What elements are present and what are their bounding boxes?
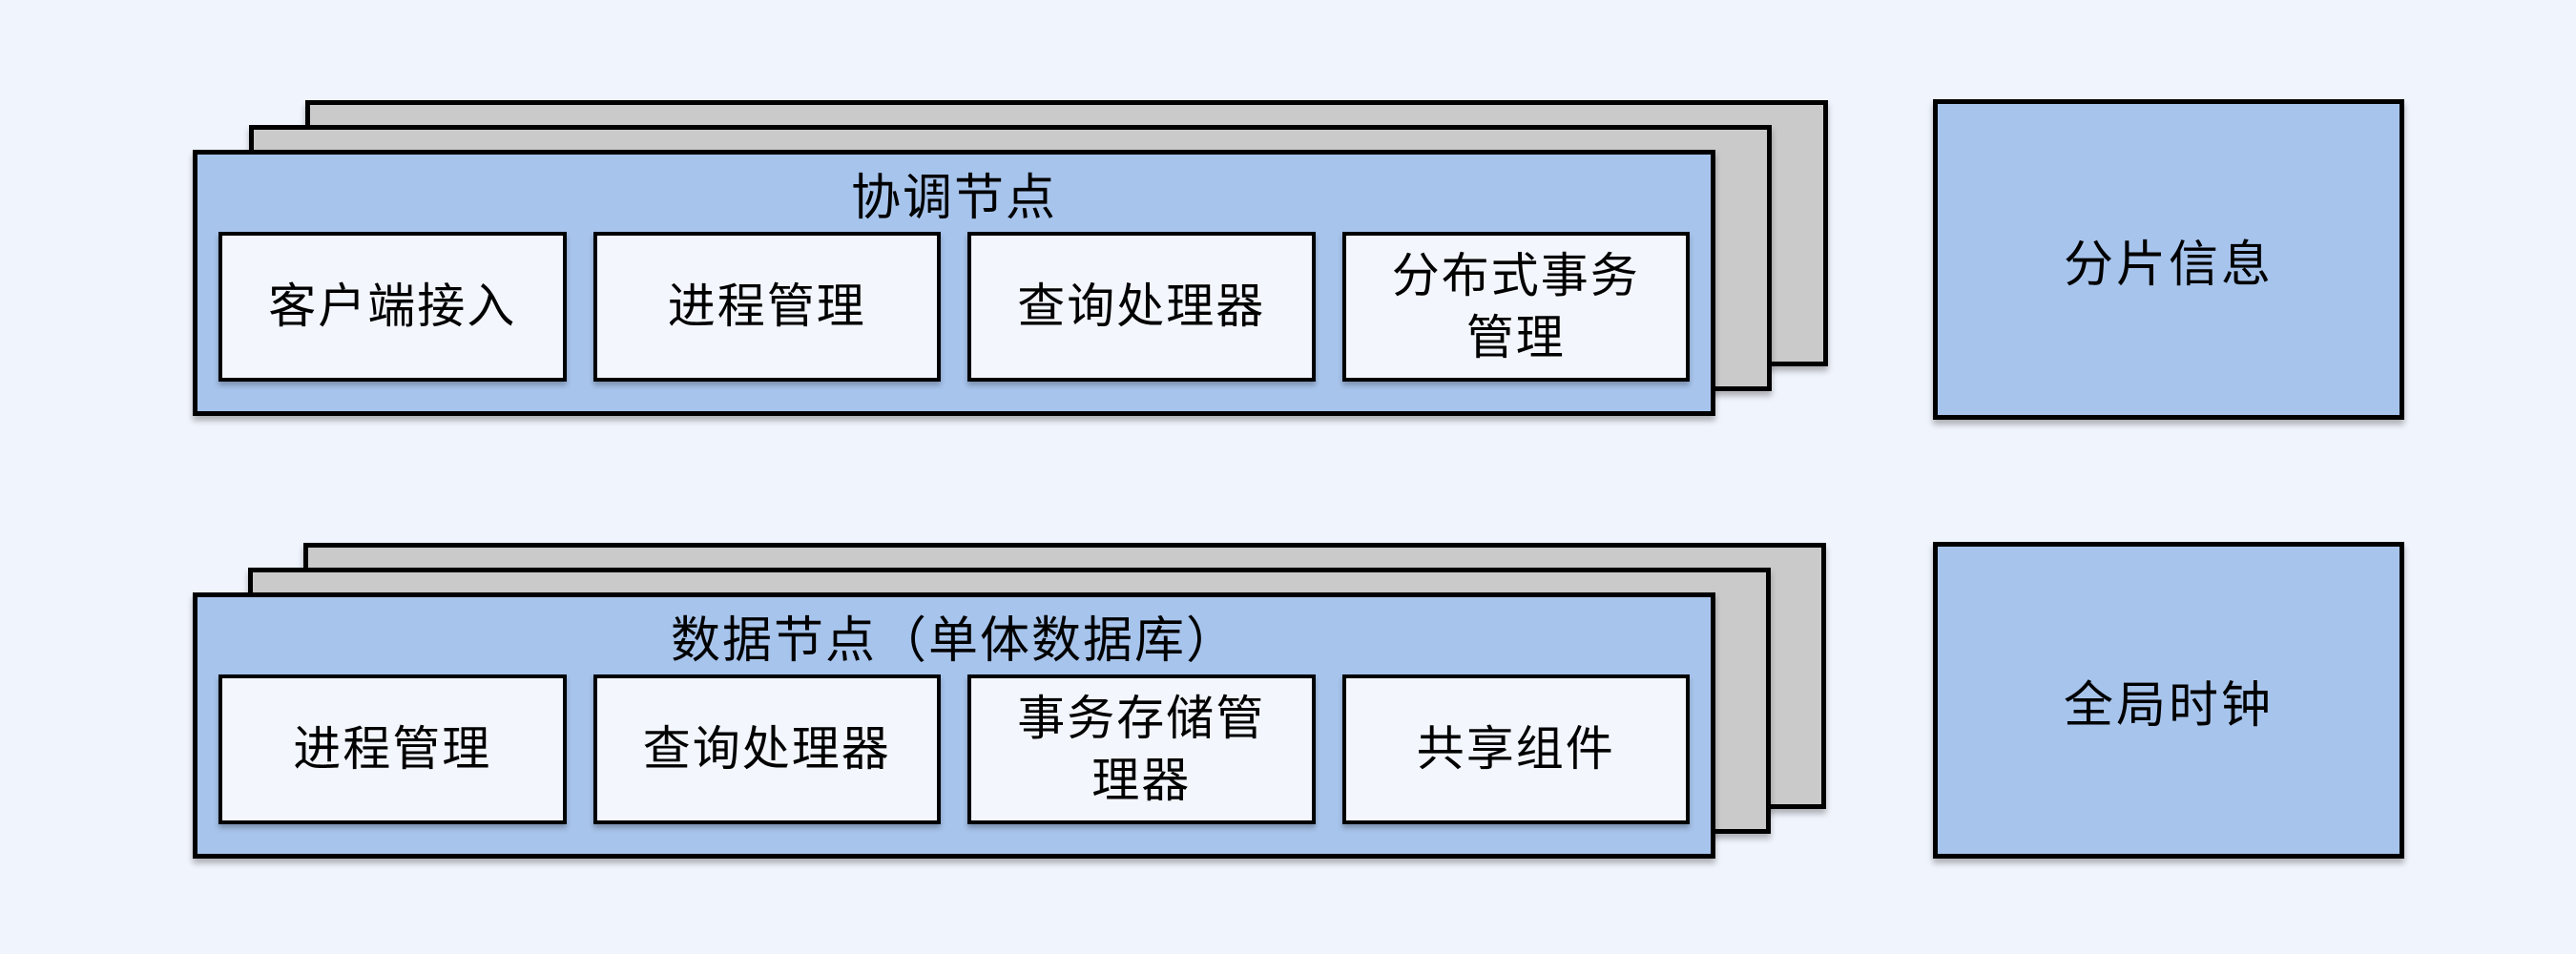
data-node-components: 进程管理 查询处理器 事务存储管 理器 共享组件 bbox=[218, 674, 1690, 824]
component-query-processor-data-node-label: 查询处理器 bbox=[642, 722, 891, 776]
component-transaction-storage-manager: 事务存储管 理器 bbox=[967, 674, 1316, 824]
component-process-manager: 进程管理 bbox=[592, 232, 941, 382]
component-shared-components: 共享组件 bbox=[1341, 674, 1690, 824]
component-query-processor: 查询处理器 bbox=[967, 232, 1316, 382]
coordinator-node-card: 协调节点 客户端接入 进程管理 查询处理器 分布式事务 管理 bbox=[193, 150, 1715, 416]
shard-info-label: 分片信息 bbox=[2063, 237, 2274, 293]
coordinator-node-title: 协调节点 bbox=[850, 171, 1057, 226]
component-distributed-transaction-manager-label: 分布式事务 管理 bbox=[1391, 248, 1640, 364]
component-process-manager-data-node: 进程管理 bbox=[218, 674, 567, 824]
shard-info-box: 分片信息 bbox=[1933, 99, 2404, 420]
component-process-manager-label: 进程管理 bbox=[667, 280, 866, 333]
component-query-processor-data-node: 查询处理器 bbox=[592, 674, 941, 824]
component-query-processor-label: 查询处理器 bbox=[1017, 280, 1266, 333]
global-clock-label: 全局时钟 bbox=[2063, 677, 2274, 734]
component-distributed-transaction-manager: 分布式事务 管理 bbox=[1341, 232, 1690, 382]
global-clock-box: 全局时钟 bbox=[1933, 542, 2404, 859]
coordinator-node-components: 客户端接入 进程管理 查询处理器 分布式事务 管理 bbox=[218, 232, 1690, 382]
component-client-access-label: 客户端接入 bbox=[268, 280, 517, 333]
data-node-card: 数据节点（单体数据库） 进程管理 查询处理器 事务存储管 理器 共享组件 bbox=[193, 592, 1715, 859]
component-transaction-storage-manager-label: 事务存储管 理器 bbox=[1017, 691, 1266, 807]
component-client-access: 客户端接入 bbox=[218, 232, 567, 382]
component-process-manager-data-node-label: 进程管理 bbox=[293, 722, 492, 776]
component-shared-components-label: 共享组件 bbox=[1416, 722, 1615, 776]
data-node-title: 数据节点（单体数据库） bbox=[670, 613, 1237, 669]
